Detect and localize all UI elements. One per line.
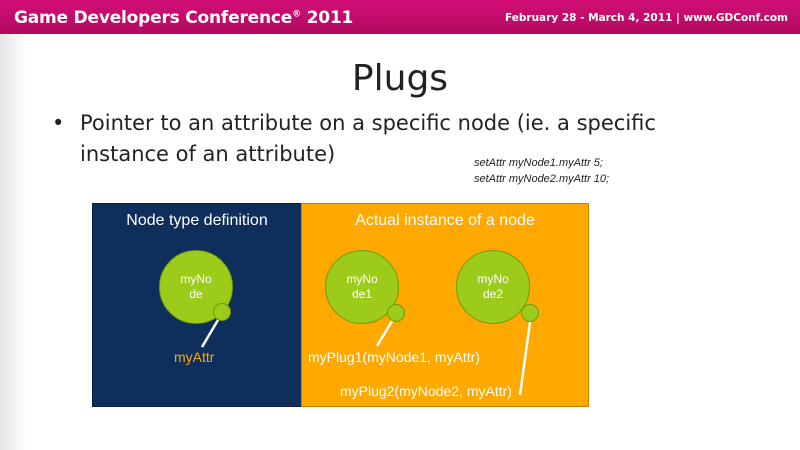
node-label-line: myNo xyxy=(477,272,509,286)
plug2-circle xyxy=(521,304,539,322)
plug2-connector-line xyxy=(518,321,532,396)
connector-lines xyxy=(200,319,532,396)
node-label-line: de1 xyxy=(351,287,373,301)
node-label-line: myNo xyxy=(346,272,378,286)
conference-title: Game Developers Conference® 2011 xyxy=(14,8,353,28)
conference-header-bar: Game Developers Conference® 2011 Februar… xyxy=(0,0,800,34)
attribute-plug-circle xyxy=(213,303,231,321)
code-snippet: setAttr myNode1.myAttr 5; setAttr myNode… xyxy=(474,155,609,187)
attr-label: myAttr xyxy=(174,349,215,365)
left-margin-shade xyxy=(0,34,28,450)
conference-name: Game Developers Conference xyxy=(14,8,293,28)
slide-title: Plugs xyxy=(351,58,449,99)
bullet-dot-icon: • xyxy=(52,111,65,135)
plug1-circle xyxy=(387,304,405,322)
node-instance-panel: Actual instance of a node xyxy=(301,203,589,407)
code-line: setAttr myNode2.myAttr 10; xyxy=(474,173,610,185)
left-panel-title: Node type definition xyxy=(126,212,268,229)
attr-connector-line xyxy=(200,319,220,348)
node-label-line: myNo xyxy=(180,272,212,286)
conference-dates-url: February 28 - March 4, 2011 | www.GDConf… xyxy=(505,12,788,24)
plug1-connector-line xyxy=(375,320,394,347)
plug-diagram: Node type definition Actual instance of … xyxy=(92,203,589,407)
plug2-label: myPlug2(myNode2, myAttr) xyxy=(340,383,512,399)
node-label-line: de xyxy=(189,287,203,301)
conference-year: 2011 xyxy=(306,8,354,28)
plug1-label: myPlug1(myNode1, myAttr) xyxy=(308,349,480,365)
right-panel-title: Actual instance of a node xyxy=(355,212,535,229)
code-line: setAttr myNode1.myAttr 5; xyxy=(474,157,603,169)
trademark-symbol: ® xyxy=(292,9,301,20)
bullet-text: Pointer to an attribute on a specific no… xyxy=(80,111,656,166)
node-label-line: de2 xyxy=(482,287,504,301)
